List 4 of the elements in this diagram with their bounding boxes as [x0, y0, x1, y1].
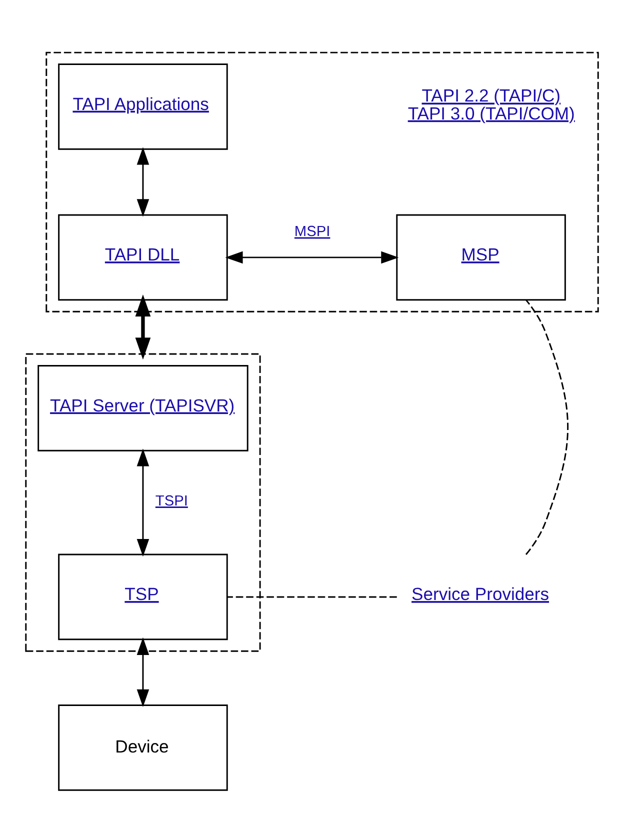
edge-label: TSPI: [155, 494, 188, 510]
edge-label: MSPI: [294, 224, 330, 240]
node-label: TAPI 2.2 (TAPI/C): [422, 86, 561, 106]
node-text: Service Providers: [412, 584, 550, 604]
